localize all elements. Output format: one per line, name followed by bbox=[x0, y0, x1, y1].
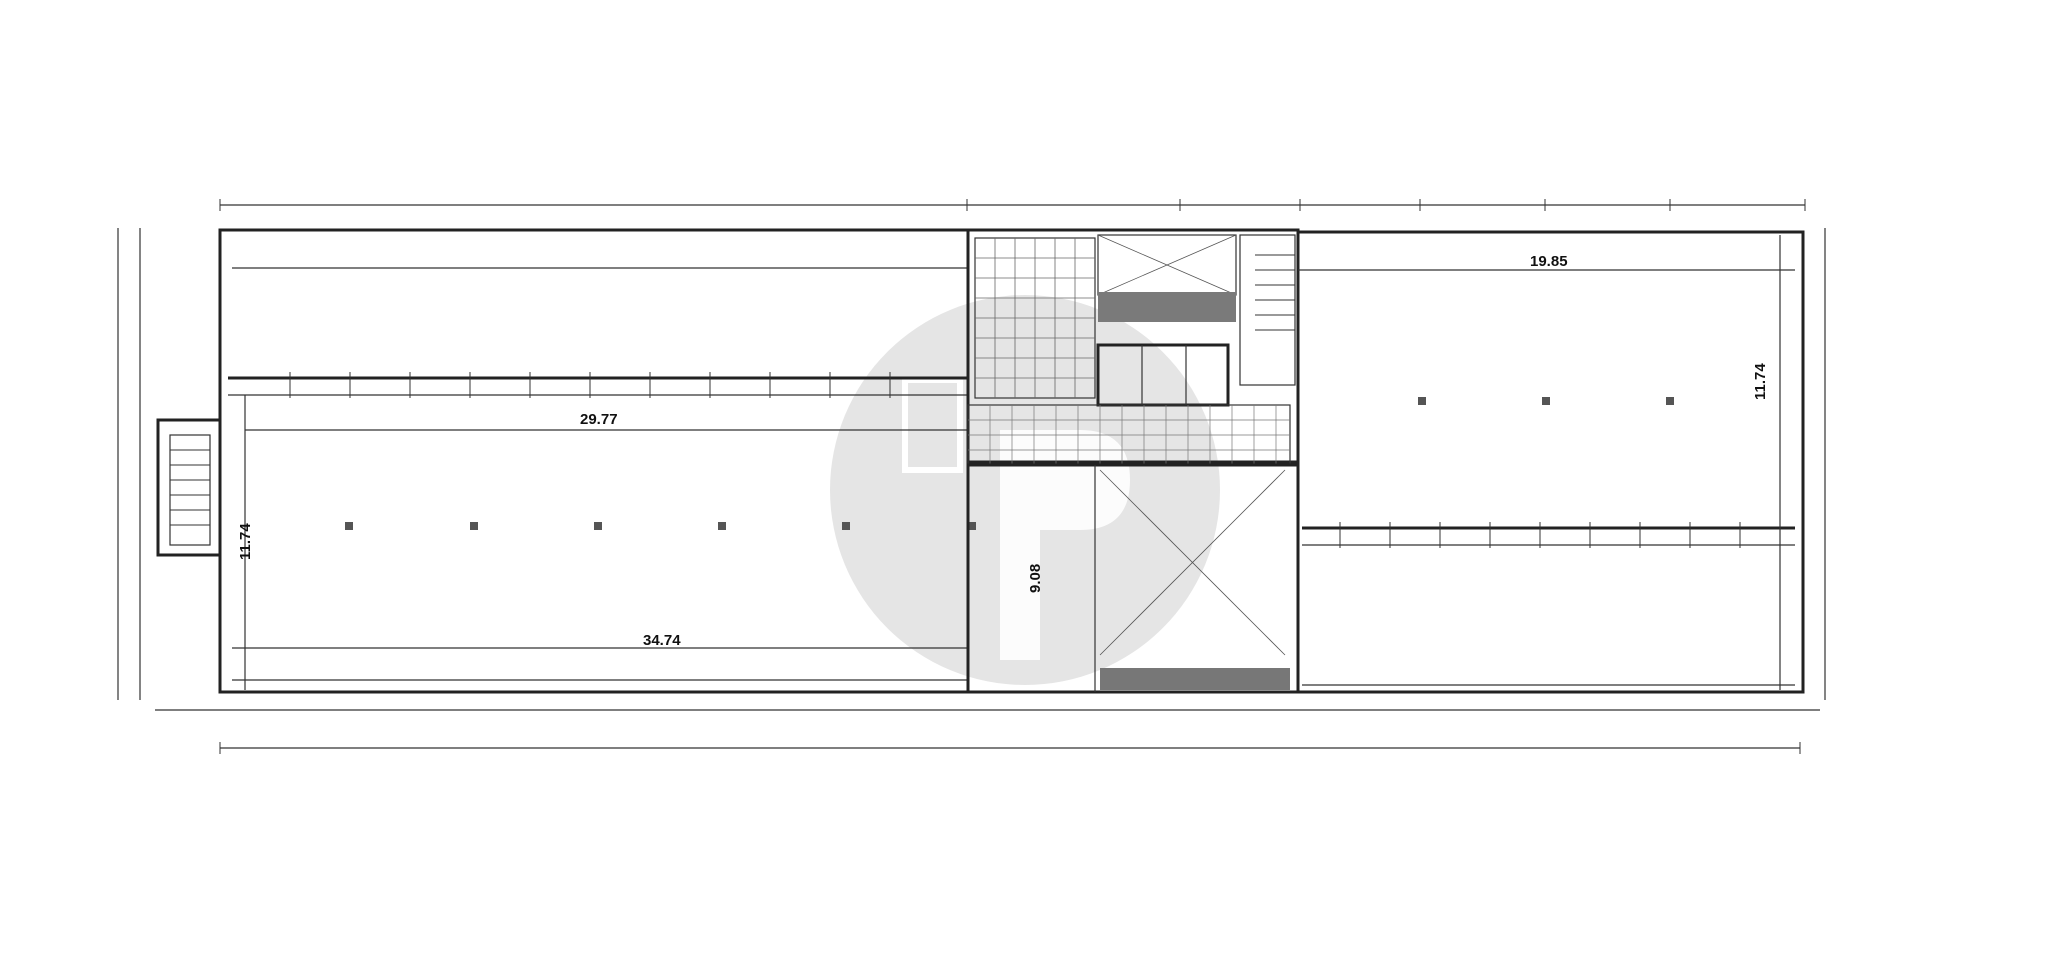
right-wing bbox=[1296, 230, 1805, 694]
dimension-lines bbox=[117, 199, 1826, 754]
dimension-labels: 29.77 34.74 11.74 19.85 11.74 9.08 bbox=[237, 253, 1769, 649]
watermark-logo bbox=[830, 295, 1220, 685]
dim-center-depth: 9.08 bbox=[1027, 564, 1044, 593]
dim-right-width: 11.74 bbox=[1752, 363, 1769, 400]
exterior-stair bbox=[156, 418, 222, 557]
central-core bbox=[966, 228, 1300, 464]
dim-bottom-left-length: 34.74 bbox=[643, 632, 681, 649]
dim-top-left-length: 29.77 bbox=[580, 411, 618, 428]
dim-left-width: 11.74 bbox=[237, 523, 254, 560]
dim-right-length: 19.85 bbox=[1530, 253, 1568, 270]
column-markers-left bbox=[345, 522, 976, 530]
